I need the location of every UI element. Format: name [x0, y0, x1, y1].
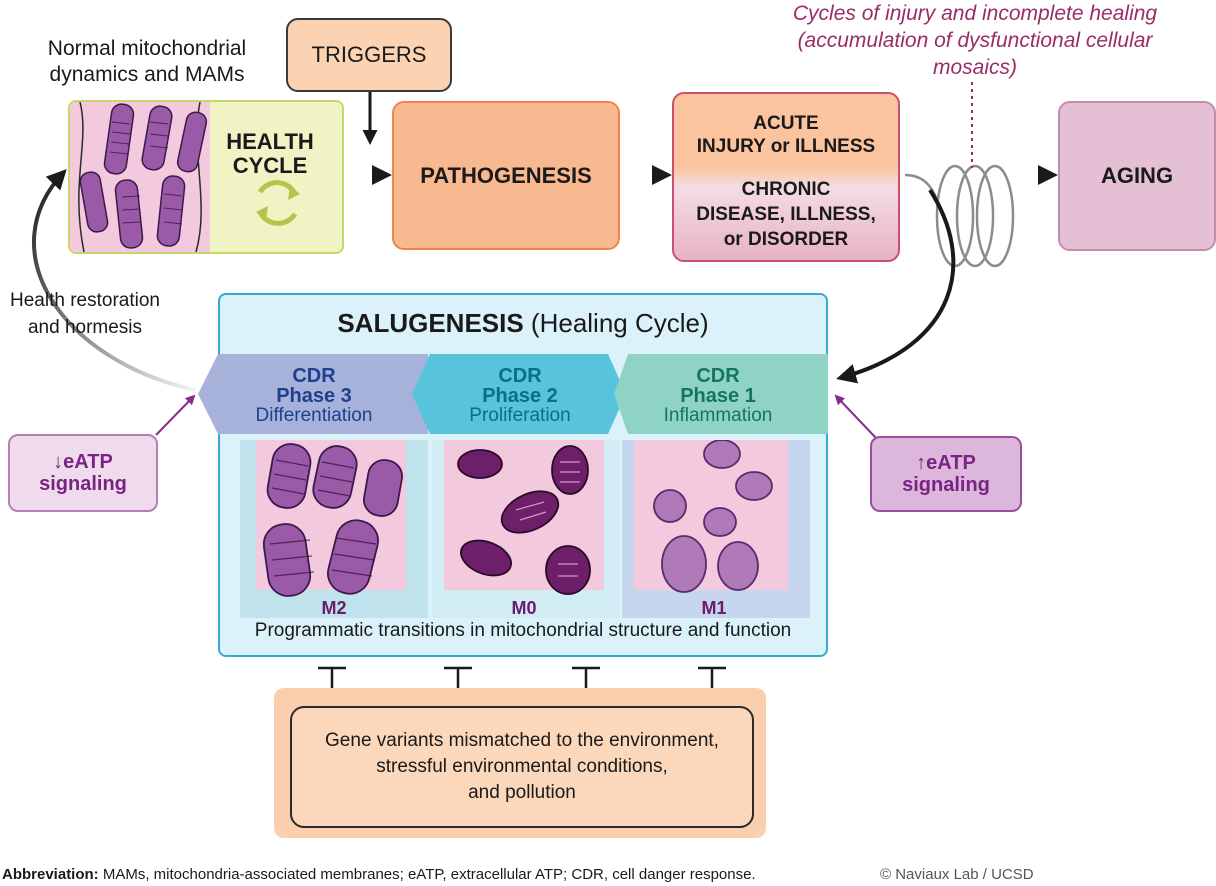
abbreviation-note: Abbreviation: MAMs, mitochondria-associa… [2, 866, 756, 883]
pathogenesis-label: PATHOGENESIS [420, 162, 592, 188]
cycles-note: Cycles of injury and incomplete healing … [792, 2, 1158, 79]
gene-variants-box: Gene variants mismatched to the environm… [290, 706, 754, 828]
phase-3-cdr: CDR [292, 365, 336, 387]
restoration-label: Health restoration and hormesis [10, 290, 160, 338]
mito-panel-m0 [432, 440, 620, 618]
health-cycle-box: HEALTH CYCLE [68, 100, 344, 254]
triggers-box: TRIGGERS [286, 18, 452, 92]
acute-chronic-box: ACUTE INJURY or ILLNESS CHRONIC DISEASE,… [672, 92, 900, 262]
phase-1-banner [614, 354, 828, 434]
mito-label-m1: M1 [701, 598, 727, 618]
injury-spiral [904, 164, 1015, 268]
salugenesis-title: SALUGENESIS (Healing Cycle) [218, 308, 828, 339]
phase-2-cdr: CDR [498, 365, 542, 387]
salugenesis-title-bold: SALUGENESIS [337, 308, 524, 338]
chronic-line2: DISEASE, ILLNESS, [696, 204, 876, 225]
eatp-up-line1: ↑eATP [916, 452, 976, 474]
phase-2-label: CDR Phase 2 Proliferation [430, 366, 610, 426]
phase-1-label: CDR Phase 1 Inflammation [618, 366, 818, 426]
abbreviation-text: MAMs, mitochondria-associated membranes;… [98, 866, 756, 883]
eatp-down-line2: signaling [39, 473, 127, 495]
arrow-eatp-up [834, 394, 877, 439]
eatp-down-box: ↓eATP signaling [8, 434, 158, 512]
salugenesis-title-rest: (Healing Cycle) [523, 308, 709, 338]
mito-panel-m2 [240, 440, 428, 618]
arrow-restoration-to-health [32, 169, 196, 392]
arrow-chronic-to-salugenesis [836, 188, 956, 384]
arrow-eatp-down [155, 394, 196, 436]
chronic-line3: or DISORDER [723, 229, 849, 250]
acute-line2: INJURY or ILLNESS [696, 136, 876, 157]
mito-panels [240, 440, 810, 618]
aging-label: AGING [1100, 163, 1174, 188]
eatp-down-line1: ↓eATP [53, 451, 113, 473]
chronic-label: CHRONIC DISEASE, ILLNESS, or DISORDER [674, 177, 898, 252]
health-mito-illustration [70, 102, 300, 252]
programmatic-label: Programmatic transitions in mitochondria… [254, 620, 792, 641]
gene-line2: stressful environmental conditions, [376, 756, 668, 777]
arrow-up-icon: ↑ [916, 452, 927, 474]
mito-panel-m1 [622, 440, 810, 618]
phase-1-cdr: CDR [696, 365, 740, 387]
pathogenesis-box: PATHOGENESIS [392, 101, 620, 250]
triggers-label: TRIGGERS [311, 42, 427, 67]
phase-3-number: Phase 3 [276, 385, 352, 407]
abbreviation-label: Abbreviation: [2, 866, 99, 883]
eatp-up-text: eATP [926, 452, 976, 474]
mito-label-m2: M2 [321, 598, 347, 618]
health-label-line2: CYCLE [232, 153, 308, 178]
health-cycle-label: HEALTH CYCLE [210, 130, 330, 178]
acute-line1: ACUTE [753, 113, 819, 134]
phase-1-name: Inflammation [663, 405, 773, 426]
aging-box: AGING [1058, 101, 1216, 251]
phase-1-number: Phase 1 [680, 385, 756, 407]
eatp-up-line2: signaling [902, 474, 990, 496]
phase-2-name: Proliferation [469, 405, 571, 426]
phase-2-number: Phase 2 [482, 385, 558, 407]
eatp-down-text: eATP [63, 451, 113, 473]
eatp-up-box: ↑eATP signaling [870, 436, 1022, 512]
gene-line1: Gene variants mismatched to the environm… [325, 730, 719, 751]
phase-3-banner [198, 354, 428, 434]
arrow-down-icon: ↓ [53, 451, 64, 473]
gene-line3: and pollution [468, 782, 576, 803]
chronic-line1: CHRONIC [741, 179, 831, 200]
health-label-line1: HEALTH [226, 129, 314, 154]
phase-2-banner [412, 354, 626, 434]
phase-banners [198, 354, 828, 434]
phase-3-label: CDR Phase 3 Differentiation [214, 366, 414, 426]
acute-label: ACUTE INJURY or ILLNESS [674, 112, 898, 158]
copyright: © Naviaux Lab / UCSD [880, 866, 1034, 883]
normal-dynamics-label: Normal mitochondrial dynamics and MAMs [47, 37, 247, 86]
phase-3-name: Differentiation [255, 405, 373, 426]
mito-label-m0: M0 [511, 598, 537, 618]
